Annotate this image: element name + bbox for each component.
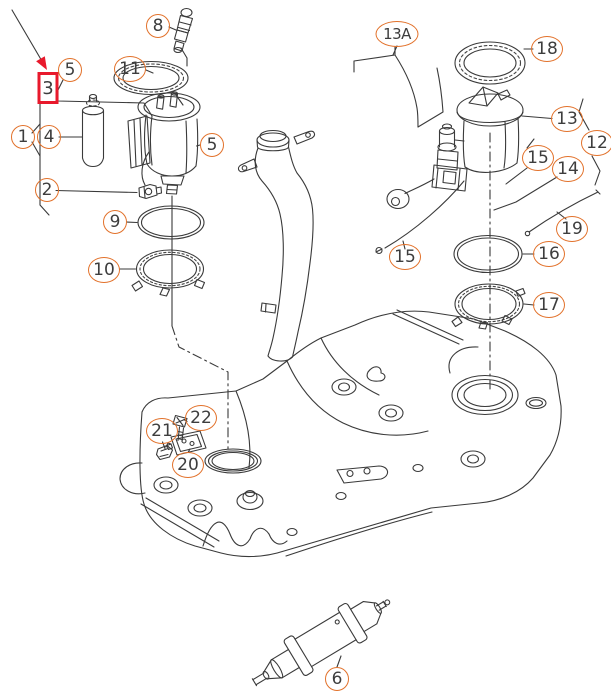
callout-6[interactable]: 6 (325, 667, 349, 691)
callout-10[interactable]: 10 (88, 257, 120, 283)
callout-20[interactable]: 20 (172, 452, 204, 478)
part-fuel-tank (119, 309, 562, 558)
part-lock-ring-18 (454, 41, 526, 85)
callout-15-upper[interactable]: 15 (522, 145, 554, 171)
leader-lines (31, 26, 601, 668)
part-filler-pipe (237, 129, 316, 362)
callout-16[interactable]: 16 (533, 241, 565, 267)
part-lock-ring-10 (131, 249, 206, 297)
part-rod (524, 189, 601, 237)
part-control-module (166, 430, 207, 456)
callout-13[interactable]: 13 (551, 106, 583, 132)
part-vent-valve (173, 7, 194, 54)
callout-1[interactable]: 1 (11, 125, 35, 149)
part-lock-ring-17 (451, 283, 526, 330)
part-fuel-filter (251, 599, 391, 687)
part-sender-unit (375, 86, 524, 255)
callout-4[interactable]: 4 (37, 125, 61, 149)
callout-18[interactable]: 18 (531, 36, 563, 62)
callout-5-upper[interactable]: 5 (58, 58, 82, 82)
part-o-ring-16 (453, 234, 523, 274)
callout-8[interactable]: 8 (146, 14, 170, 38)
red-arrow-annotation (11, 9, 47, 70)
part-retaining-wire (353, 46, 444, 128)
callout-11[interactable]: 11 (114, 56, 146, 82)
part-clip (155, 442, 174, 461)
callout-17[interactable]: 17 (533, 292, 565, 318)
callout-14[interactable]: 14 (552, 156, 584, 182)
highlight-box-item-3[interactable]: 3 (37, 72, 59, 104)
callout-15-lower[interactable]: 15 (389, 244, 421, 270)
part-filter-cartridge (81, 93, 105, 168)
callout-13a[interactable]: 13A (375, 21, 419, 47)
part-screw (172, 414, 188, 443)
callout-2[interactable]: 2 (35, 178, 59, 202)
callout-5-pump[interactable]: 5 (200, 133, 224, 157)
callout-21[interactable]: 21 (146, 418, 178, 444)
part-fuel-pump-module (127, 91, 201, 195)
callout-22[interactable]: 22 (185, 405, 217, 431)
part-clamp (138, 183, 163, 200)
callout-19[interactable]: 19 (556, 216, 588, 242)
part-o-ring-9 (137, 205, 205, 240)
callout-12[interactable]: 12 (581, 130, 611, 156)
callout-9[interactable]: 9 (103, 210, 127, 234)
